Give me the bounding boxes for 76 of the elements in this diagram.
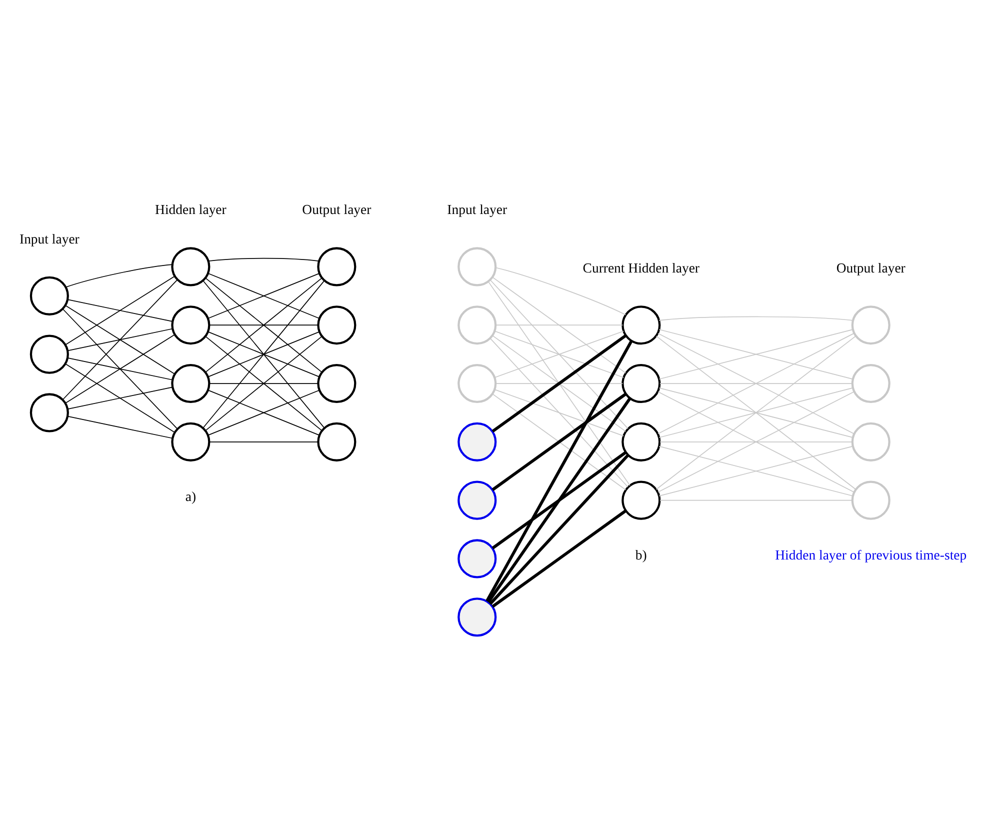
- node-circle: [317, 363, 356, 403]
- connector: [65, 275, 176, 345]
- connector: [495, 266, 626, 315]
- connector: [492, 276, 626, 373]
- connector: [490, 337, 628, 487]
- connector: [67, 415, 173, 438]
- label: Hidden layer of previous time-step: [775, 546, 967, 562]
- node-circle: [458, 538, 497, 578]
- node-circle: [851, 480, 890, 520]
- connector: [208, 257, 320, 262]
- node-circle: [458, 480, 497, 520]
- connector: [208, 324, 319, 326]
- connector: [208, 330, 320, 377]
- node-circle: [458, 305, 497, 344]
- connector: [659, 440, 853, 442]
- node-circle: [458, 422, 497, 461]
- connector: [208, 382, 319, 384]
- connector: [656, 335, 856, 490]
- connector: [658, 316, 854, 320]
- node-circle: [851, 363, 890, 403]
- node-circle: [171, 246, 210, 286]
- label: Input layer: [20, 230, 80, 246]
- connector: [490, 278, 628, 429]
- connector: [67, 357, 173, 380]
- connector: [494, 388, 624, 436]
- label: Output layer: [836, 260, 906, 276]
- connector: [65, 264, 173, 288]
- connector: [208, 389, 320, 436]
- connector: [492, 450, 627, 549]
- connector: [65, 362, 176, 432]
- node-circle: [171, 363, 210, 403]
- label: Hidden layer: [155, 202, 226, 217]
- connector: [495, 324, 624, 326]
- node-circle: [317, 422, 356, 461]
- connector: [494, 330, 624, 378]
- connector: [65, 334, 176, 404]
- node-circle: [171, 305, 210, 344]
- node-circle: [458, 363, 497, 403]
- connector: [486, 340, 633, 602]
- connector: [65, 304, 176, 374]
- connector: [489, 454, 630, 604]
- node-circle: [458, 246, 497, 286]
- label: Input layer: [447, 202, 508, 217]
- connector: [62, 278, 178, 400]
- node-circle: [30, 334, 69, 374]
- node-circle: [171, 422, 210, 461]
- node-circle: [622, 305, 661, 344]
- node-circle: [458, 597, 497, 636]
- node-circle: [317, 246, 356, 286]
- label: Current Hidden layer: [582, 260, 700, 276]
- connector: [67, 386, 173, 409]
- connector: [658, 332, 854, 434]
- node-circle: [622, 363, 661, 403]
- connector: [659, 499, 853, 500]
- node-circle: [622, 422, 661, 461]
- connector: [67, 328, 173, 351]
- connector: [492, 509, 627, 608]
- connector: [208, 440, 319, 442]
- node-circle: [622, 480, 661, 520]
- connector: [67, 298, 173, 322]
- label: b): [635, 546, 647, 562]
- connector: [487, 397, 632, 602]
- node-circle: [851, 422, 890, 461]
- connector: [658, 445, 854, 496]
- node-circle: [30, 392, 69, 432]
- connector: [488, 280, 630, 486]
- connector: [495, 382, 624, 384]
- connector: [62, 308, 178, 429]
- node-circle: [317, 305, 356, 344]
- connector: [658, 390, 854, 492]
- connector: [659, 382, 853, 384]
- node-circle: [851, 305, 890, 344]
- label: a): [185, 488, 196, 504]
- label: Output layer: [302, 202, 372, 217]
- node-circle: [30, 276, 69, 315]
- connector: [202, 280, 325, 428]
